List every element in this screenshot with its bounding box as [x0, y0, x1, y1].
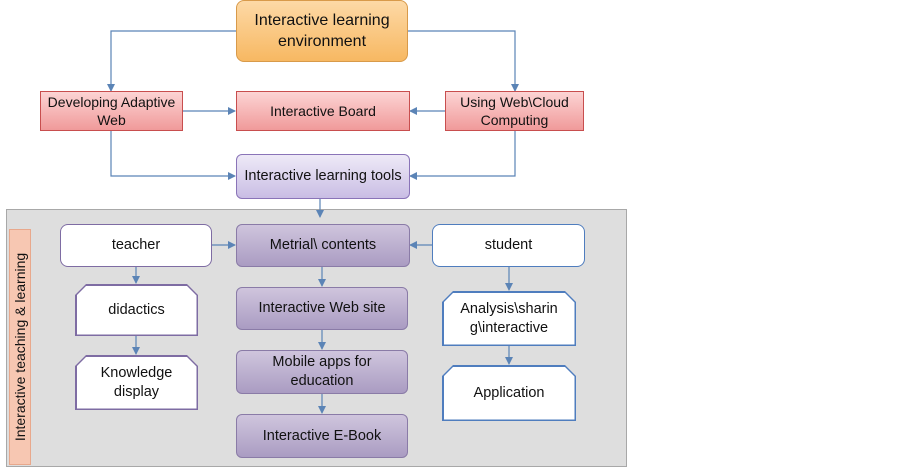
node-didactics-body: didactics	[77, 286, 197, 335]
node-analysis: Analysis\sharin g\interactive	[442, 291, 576, 346]
node-knowledge-display: Knowledge display	[75, 355, 198, 410]
connector-adaptive-to-tools	[110, 131, 236, 180]
node-web-site: Interactive Web site	[236, 287, 408, 330]
connector-env-to-adaptive	[107, 30, 236, 92]
node-material-contents-label: Metrial\ contents	[269, 237, 377, 253]
node-application-label: Application	[473, 384, 545, 401]
node-teacher-label: teacher	[111, 237, 161, 253]
node-e-book: Interactive E-Book	[236, 414, 408, 458]
node-cloud-computing-label: Using Web\Cloud Computing	[460, 94, 569, 128]
node-didactics-label: didactics	[108, 301, 165, 318]
node-application: Application	[442, 365, 576, 421]
node-knowledge-display-body: Knowledge display	[77, 357, 197, 409]
node-analysis-label: Analysis\sharin g\interactive	[460, 300, 558, 336]
node-knowledge-display-label: Knowledge display	[100, 364, 173, 400]
node-learning-environment-label: Interactive learning environment	[254, 12, 390, 50]
node-e-book-label: Interactive E-Book	[262, 427, 382, 444]
node-learning-environment: Interactive learning environment	[236, 0, 408, 62]
node-material-contents: Metrial\ contents	[236, 224, 410, 267]
node-student: student	[432, 224, 585, 267]
node-web-site-label: Interactive Web site	[258, 300, 386, 316]
node-learning-tools: Interactive learning tools	[236, 154, 410, 199]
node-adaptive-web: Developing Adaptive Web	[40, 91, 183, 131]
node-learning-tools-label: Interactive learning tools	[244, 168, 402, 184]
node-didactics: didactics	[75, 284, 198, 336]
node-teacher: teacher	[60, 224, 212, 267]
connector-cloud-to-tools	[409, 131, 516, 180]
node-analysis-body: Analysis\sharin g\interactive	[444, 293, 575, 345]
node-student-label: student	[484, 237, 533, 253]
node-cloud-computing: Using Web\Cloud Computing	[445, 91, 584, 131]
node-mobile-apps-label: Mobile apps for education	[272, 354, 372, 389]
node-application-body: Application	[444, 367, 575, 420]
connector-env-to-cloud	[408, 30, 519, 92]
panel-side-label: Interactive teaching & learning	[9, 229, 31, 465]
node-interactive-board-label: Interactive Board	[270, 103, 376, 119]
node-mobile-apps: Mobile apps for education	[236, 350, 408, 394]
node-adaptive-web-label: Developing Adaptive Web	[47, 94, 176, 128]
node-interactive-board: Interactive Board	[236, 91, 410, 131]
